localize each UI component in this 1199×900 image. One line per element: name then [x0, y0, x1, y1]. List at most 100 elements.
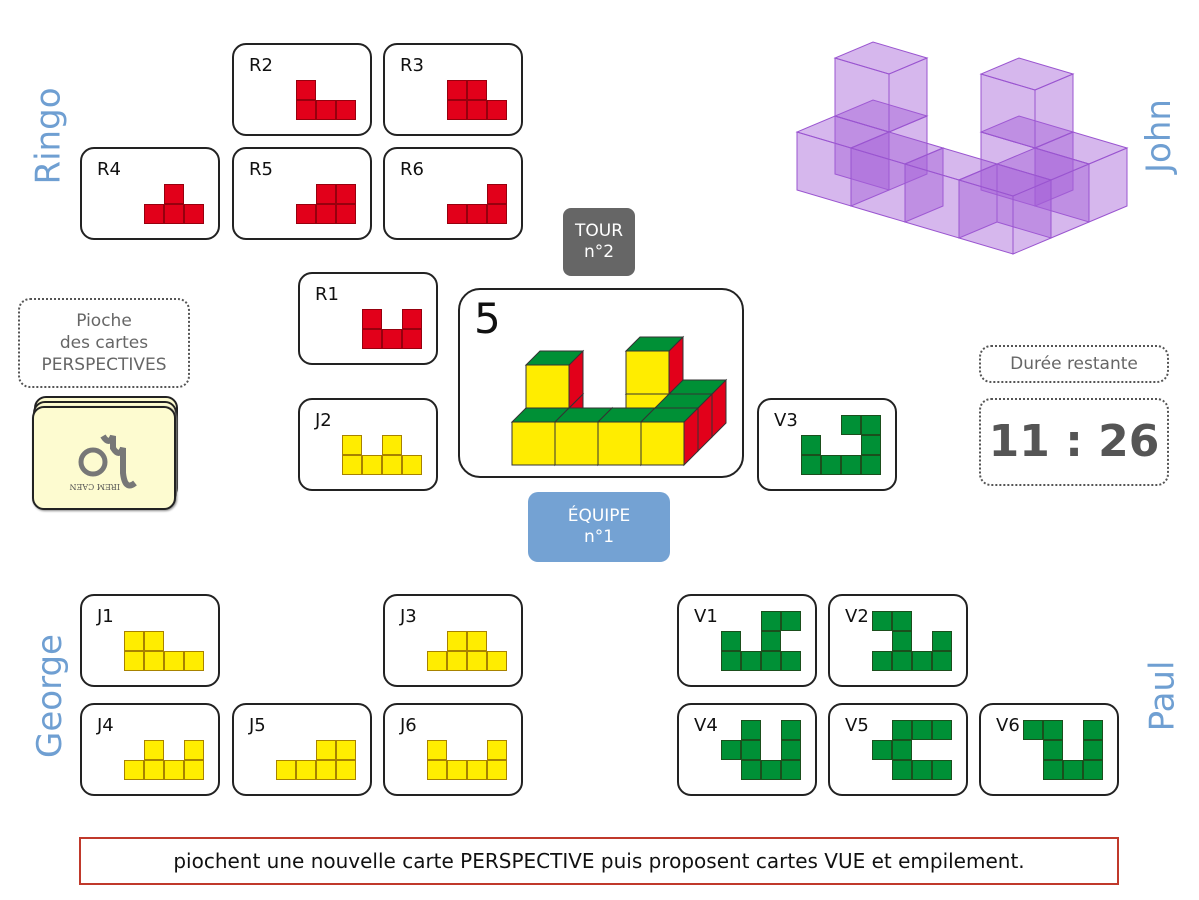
card-label: J1: [97, 606, 114, 627]
empty-cell: [872, 720, 892, 740]
block: [164, 184, 184, 204]
block: [841, 415, 861, 435]
view-card-r6[interactable]: R6: [383, 147, 523, 240]
block: [164, 204, 184, 224]
john-structure-cube-top: [903, 147, 999, 181]
view-card-v6[interactable]: V6: [979, 703, 1119, 796]
empty-cell: [447, 184, 467, 204]
block: [342, 455, 362, 475]
block: [316, 740, 336, 760]
john-structure-cube-front: [980, 131, 1036, 207]
empty-cell: [1063, 740, 1083, 760]
card-label: V6: [996, 715, 1020, 736]
card-label: J2: [315, 410, 332, 431]
block: [861, 415, 881, 435]
empty-cell: [801, 415, 821, 435]
block: [447, 100, 467, 120]
block: [402, 329, 422, 349]
block: [781, 651, 801, 671]
block: [741, 651, 761, 671]
block: [316, 100, 336, 120]
john-structure-cube-side: [888, 115, 928, 191]
block: [447, 631, 467, 651]
view-card-v4[interactable]: V4: [677, 703, 817, 796]
block: [467, 631, 487, 651]
block: [932, 651, 952, 671]
view-card-v2[interactable]: V2: [828, 594, 968, 687]
block: [342, 435, 362, 455]
card-label: J6: [400, 715, 417, 736]
view-card-r2[interactable]: R2: [232, 43, 372, 136]
view-card-r5[interactable]: R5: [232, 147, 372, 240]
perspective-card-number: 5: [474, 294, 501, 343]
empty-cell: [362, 435, 382, 455]
irem-logo-icon: IREM CAEN: [70, 434, 137, 491]
block: [487, 100, 507, 120]
block: [124, 760, 144, 780]
empty-cell: [447, 740, 467, 760]
block: [164, 760, 184, 780]
block: [761, 760, 781, 780]
block: [861, 455, 881, 475]
empty-cell: [276, 740, 296, 760]
block: [721, 651, 741, 671]
block: [467, 760, 487, 780]
block: [1083, 720, 1103, 740]
block: [336, 184, 356, 204]
john-structure-cube-side: [1034, 73, 1074, 149]
block: [932, 720, 952, 740]
block: [447, 80, 467, 100]
john-structure-cube-top: [995, 147, 1091, 181]
empty-cell: [164, 631, 184, 651]
view-card-j3[interactable]: J3: [383, 594, 523, 687]
timer-label: Durée restante: [1010, 354, 1138, 374]
block: [892, 740, 912, 760]
view-card-j6[interactable]: J6: [383, 703, 523, 796]
card-label: R2: [249, 55, 273, 76]
card-view-shape: [1023, 720, 1103, 780]
card-label: R3: [400, 55, 424, 76]
card-view-shape: [721, 720, 801, 780]
block: [427, 760, 447, 780]
empty-cell: [184, 631, 204, 651]
block: [447, 760, 467, 780]
empty-cell: [821, 435, 841, 455]
john-structure-cube-side: [904, 147, 944, 223]
john-structure-cube-front: [796, 131, 852, 207]
block: [781, 720, 801, 740]
view-card-j2[interactable]: J2: [298, 398, 438, 491]
john-structure-cube-top: [957, 163, 1053, 197]
block: [427, 651, 447, 671]
empty-cell: [721, 760, 741, 780]
block: [487, 651, 507, 671]
empty-cell: [721, 720, 741, 740]
view-card-v3[interactable]: V3: [757, 398, 897, 491]
card-view-shape: [144, 184, 204, 224]
view-card-r1[interactable]: R1: [298, 272, 438, 365]
view-card-r3[interactable]: R3: [383, 43, 523, 136]
view-card-j4[interactable]: J4: [80, 703, 220, 796]
john-structure-cube-front: [1034, 147, 1090, 223]
view-card-j5[interactable]: J5: [232, 703, 372, 796]
block: [1043, 720, 1063, 740]
block: [721, 631, 741, 651]
view-card-j1[interactable]: J1: [80, 594, 220, 687]
block: [841, 455, 861, 475]
view-card-v1[interactable]: V1: [677, 594, 817, 687]
block: [1043, 740, 1063, 760]
view-card-r4[interactable]: R4: [80, 147, 220, 240]
block: [721, 740, 741, 760]
perspective-deck[interactable]: IREM CAEN: [32, 396, 178, 510]
john-structure-cube-top: [849, 131, 945, 165]
empty-cell: [467, 740, 487, 760]
block: [427, 740, 447, 760]
card-view-shape: [872, 611, 952, 671]
empty-cell: [912, 740, 932, 760]
view-card-v5[interactable]: V5: [828, 703, 968, 796]
empty-cell: [296, 184, 316, 204]
timer-label-box: Durée restante: [979, 345, 1169, 383]
john-structure-cube-front: [834, 115, 890, 191]
john-structure-cube-front: [980, 73, 1036, 149]
block: [276, 760, 296, 780]
john-structure-cube-side: [1050, 163, 1090, 239]
